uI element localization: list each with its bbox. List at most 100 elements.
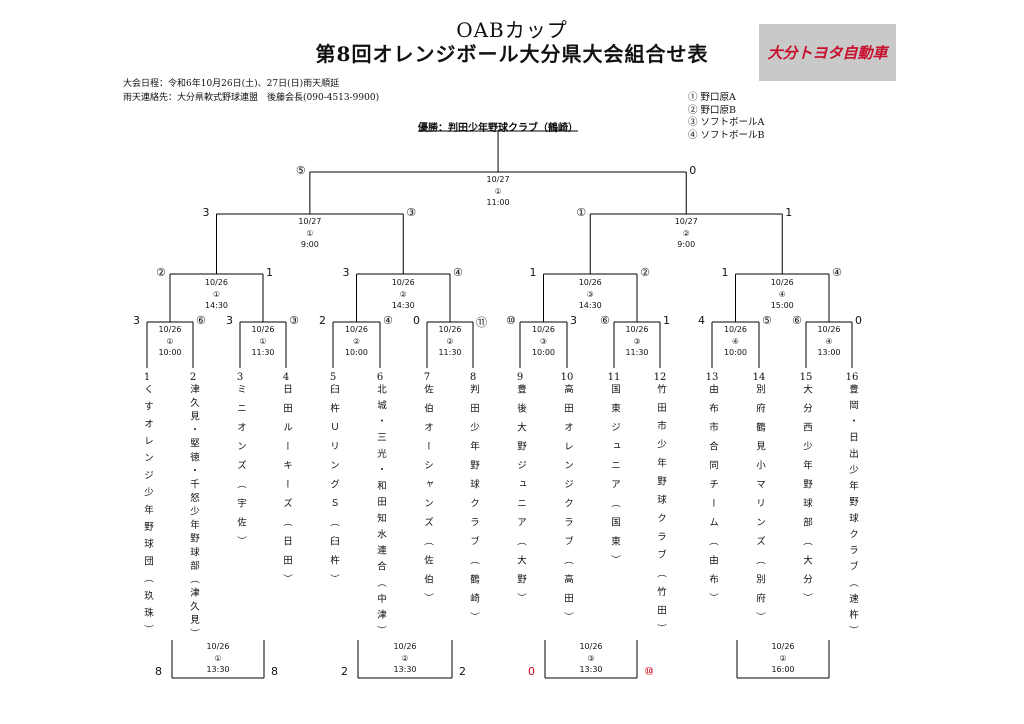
match-info: 10/27 ① 11:00 <box>486 175 510 207</box>
team-number: 1 <box>143 372 151 383</box>
match-info: 10/26 ① 11:30 <box>251 325 275 357</box>
score-right: 1 <box>266 266 273 279</box>
team-name: 北城・三光・和田知水連合（中津） <box>375 384 386 642</box>
score-right: 0 <box>855 314 862 327</box>
score-right: ⑥ <box>196 314 206 327</box>
match-info: 10/26 ② 14:30 <box>391 278 415 310</box>
team-name: 由布市合同チーム（由布） <box>707 384 718 612</box>
match-info: 10/26 ④ 10:00 <box>723 325 748 357</box>
score-left: 1 <box>721 266 729 279</box>
score-right: ④ <box>383 314 393 327</box>
score-left: 3 <box>202 206 210 219</box>
score-right: ③ <box>406 206 417 219</box>
match-info: 10/26 ① 10:00 <box>158 325 182 357</box>
match-info: 10/26 ④ 13:00 <box>817 325 841 357</box>
score-right: 1 <box>663 314 670 327</box>
team-number: 8 <box>469 372 477 383</box>
team-number: 11 <box>607 372 621 383</box>
page-subtitle: 第8回オレンジボール大分県大会組合せ表 <box>315 42 709 66</box>
team-number: 10 <box>560 372 574 383</box>
score-left: ① <box>576 206 587 219</box>
page-title: OABカップ <box>456 18 568 42</box>
score-left: 1 <box>529 266 537 279</box>
consolation-score-right: ⑩ <box>644 665 654 678</box>
score-right: ④ <box>832 266 842 279</box>
consolation-score-left: 8 <box>155 665 162 678</box>
team-name: 判田少年野球クラブ（鶴崎） <box>468 384 479 631</box>
match-info: 10/26 ② 10:00 <box>344 325 369 357</box>
venue-legend: ① 野口原A ② 野口原B ③ ソフトボールA ④ ソフトボールB <box>688 92 765 142</box>
team-number: 12 <box>653 372 667 383</box>
consolation-info: 10/26 ① 13:30 <box>206 642 230 674</box>
score-left: 3 <box>226 314 233 327</box>
match-info: 10/26 ③ 10:00 <box>531 325 556 357</box>
match-info: 10/26 ② 11:30 <box>438 325 462 357</box>
team-name: 別府鶴見小マリンズ（別府） <box>754 384 765 631</box>
venue-item: ④ ソフトボールB <box>688 129 765 141</box>
sponsor-logo: 大分トヨタ自動車 <box>759 24 896 81</box>
team-number: 15 <box>799 372 813 383</box>
match-info: 10/26 ③ 14:30 <box>578 278 602 310</box>
consolation-score-right: 8 <box>271 665 278 678</box>
score-left: 2 <box>319 314 326 327</box>
score-left: 3 <box>342 266 350 279</box>
team-number: 14 <box>752 372 766 383</box>
consolation-score-left: 2 <box>341 665 348 678</box>
team-name: 高田オレンジクラブ（高田） <box>562 384 573 631</box>
venue-item: ① 野口原A <box>688 92 736 103</box>
team-number: 3 <box>236 372 244 383</box>
score-left: ② <box>156 266 166 279</box>
team-number: 4 <box>282 372 290 383</box>
score-right: 3 <box>570 314 577 327</box>
score-left: 4 <box>698 314 705 327</box>
venue-item: ③ ソフトボールA <box>688 117 765 128</box>
score-right: ⑪ <box>476 316 487 329</box>
score-left: 0 <box>413 314 420 327</box>
team-name: くすオレンジ少年野球団（玖珠） <box>142 384 153 642</box>
score-left: ⑤ <box>295 164 306 177</box>
score-right: ⑤ <box>762 314 772 327</box>
team-name: 豊後大野ジュニア（大野） <box>515 384 526 612</box>
consolation-info: 10/26 ② 13:30 <box>393 642 417 674</box>
rain-contact-info: 雨天連絡先：大分県軟式野球連盟 後藤会長(090-4513-9900) <box>123 93 380 103</box>
score-right: 1 <box>785 206 793 219</box>
score-left: ⑥ <box>792 314 802 327</box>
sponsor-logo-text: 大分トヨタ自動車 <box>767 44 888 62</box>
match-info: 10/26 ④ 15:00 <box>770 278 794 310</box>
schedule-info: 大会日程：令和6年10月26日(土)、27日(日)雨天順延 <box>123 79 340 89</box>
team-number: 9 <box>516 372 524 383</box>
score-left: ⑩ <box>506 314 516 327</box>
consolation-info: 10/26 ③ 13:30 <box>579 642 603 674</box>
score-right: ② <box>640 266 650 279</box>
team-number: 13 <box>705 372 719 383</box>
team-name: 大分西少年野球部（大分） <box>801 384 812 612</box>
consolation-info: 10/26 ② 16:00 <box>771 642 795 674</box>
team-name: 臼杵ＵリングＳ（臼杵） <box>328 384 339 593</box>
match-info: 10/27 ② 9:00 <box>674 217 698 249</box>
team-number: 16 <box>845 372 859 383</box>
team-name: 津久見・堅徳・千怒少年野球部（津久見） <box>188 384 199 642</box>
team-name: 日田ルーキーズ（日田） <box>281 384 292 593</box>
match-info: 10/26 ③ 11:30 <box>625 325 649 357</box>
score-right: ④ <box>453 266 463 279</box>
team-name: 国東ジュニア（国東） <box>609 384 620 574</box>
team-number: 7 <box>423 372 431 383</box>
team-number: 2 <box>189 372 197 383</box>
match-info: 10/27 ① 9:00 <box>298 217 322 249</box>
venue-item: ② 野口原B <box>688 104 737 116</box>
consolation-score-left: 0 <box>528 665 535 678</box>
team-name: 佐伯オーシャンズ（佐伯） <box>422 384 433 612</box>
